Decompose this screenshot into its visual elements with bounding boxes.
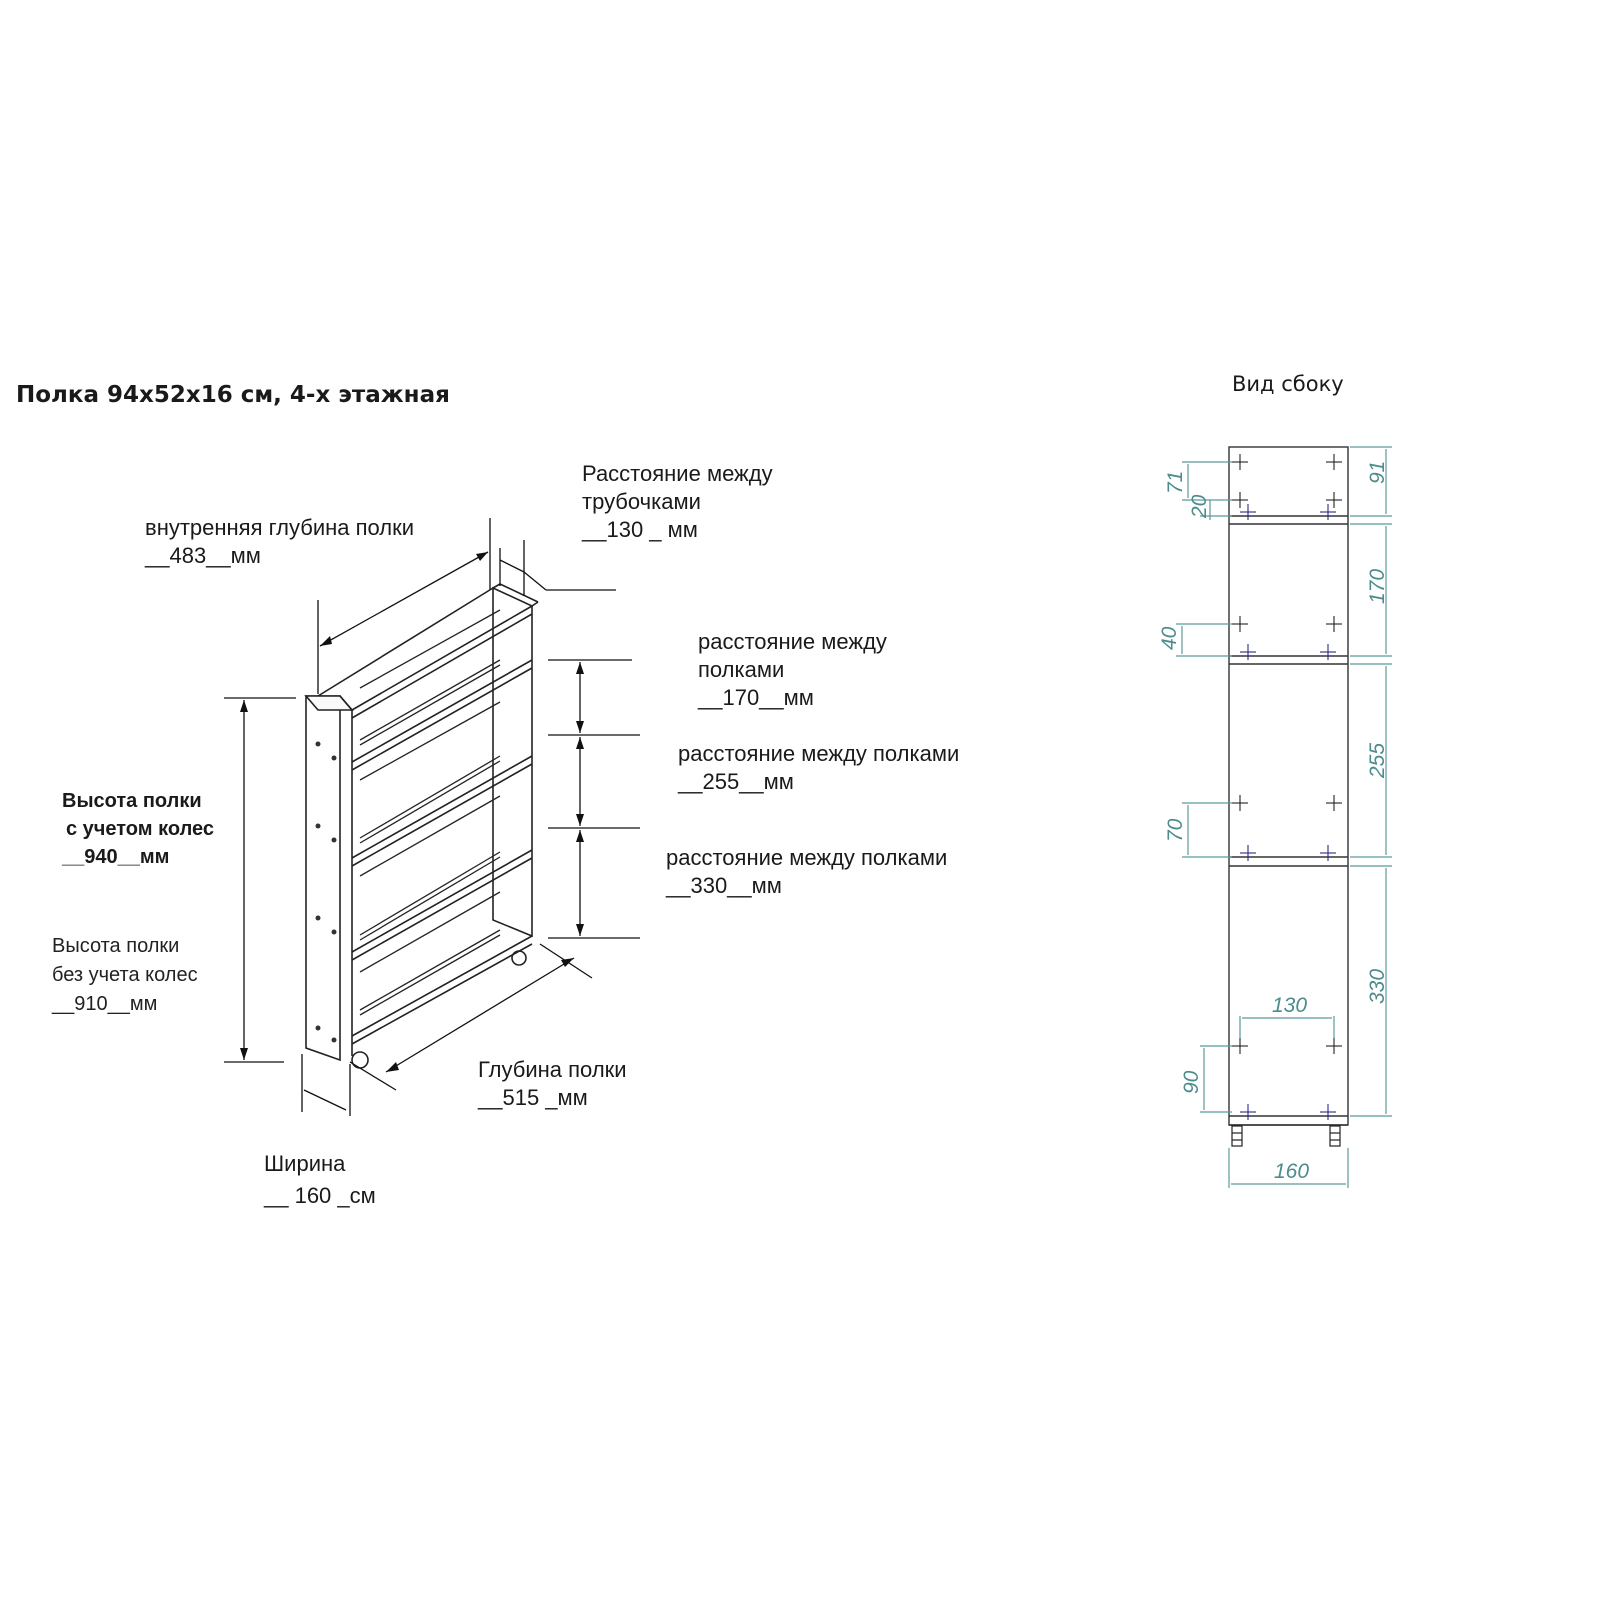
dim-170: 170: [1366, 569, 1389, 604]
inner-depth-value: __483__мм: [145, 543, 261, 568]
height-wheels-label-2: с учетом колес: [66, 818, 214, 840]
shelf-pin-holes: [1240, 504, 1336, 1120]
height-wheels-value: __940__мм: [62, 846, 170, 868]
height-nowheels-label-2: без учета колес: [52, 964, 198, 986]
dim-40: 40: [1158, 626, 1181, 650]
side-dimension-lines: [1176, 446, 1392, 1188]
panel-holes: [315, 741, 337, 1043]
shelf-170-value: __170__мм: [698, 685, 814, 710]
hole-row-5: [1232, 1038, 1342, 1054]
hole-row-2: [1232, 492, 1342, 508]
tube-gap-label-2: трубочками: [582, 489, 701, 514]
depth-value: __515 _мм: [478, 1085, 588, 1110]
side-view-drawing: 91 71 20 170 40 255 70 330 130 90 160: [1158, 446, 1392, 1188]
shelf-170-label-2: полками: [698, 657, 785, 682]
tube-rails: [359, 609, 501, 1016]
dim-71: 71: [1164, 471, 1187, 494]
dim-130: 130: [1272, 994, 1307, 1017]
hole-row-4: [1232, 795, 1342, 811]
side-panel-outline: [1228, 446, 1349, 1126]
dim-90: 90: [1180, 1070, 1203, 1094]
front-side-panel: [305, 695, 341, 1062]
shelf-255-label: расстояние между полками: [678, 741, 960, 766]
dim-160: 160: [1274, 1160, 1309, 1183]
shelf-170-label-1: расстояние между: [698, 629, 887, 654]
hole-row-1: [1232, 454, 1342, 470]
shelf-255-value: __255__мм: [678, 769, 794, 794]
height-nowheels-label-1: Высота полки: [52, 935, 180, 957]
depth-label: Глубина полки: [478, 1057, 627, 1082]
dim-330: 330: [1366, 969, 1389, 1004]
dim-91: 91: [1366, 461, 1389, 484]
width-value: __ 160 _см: [264, 1183, 376, 1208]
wheel-back: [511, 950, 527, 966]
drawing-title: Полка 94x52x16 см, 4-х этажная: [16, 382, 450, 408]
iso-arrowheads: [240, 552, 584, 1072]
shelf-boards: [351, 659, 533, 1045]
side-holes: [1232, 454, 1342, 1120]
iso-dimension-lines: [224, 518, 640, 1116]
width-label: Ширина: [264, 1151, 346, 1176]
dim-20: 20: [1188, 494, 1211, 519]
tube-gap-value: __130 _ мм: [582, 517, 698, 542]
wheel-front: [351, 1051, 369, 1069]
inner-depth-label: внутренняя глубина полки: [145, 515, 415, 540]
dim-255: 255: [1366, 743, 1389, 779]
side-wheels: [1231, 1125, 1341, 1147]
height-nowheels-value: __910__мм: [52, 993, 158, 1015]
shelf-330-label: расстояние между полками: [666, 845, 948, 870]
dim-70: 70: [1164, 818, 1187, 842]
hole-row-3: [1232, 616, 1342, 632]
height-wheels-label-1: Высота полки: [62, 790, 202, 812]
side-view-title: Вид сбоку: [1232, 372, 1344, 396]
shelf-330-value: __330__мм: [666, 873, 782, 898]
tube-gap-label-1: Расстояние между: [582, 461, 773, 486]
